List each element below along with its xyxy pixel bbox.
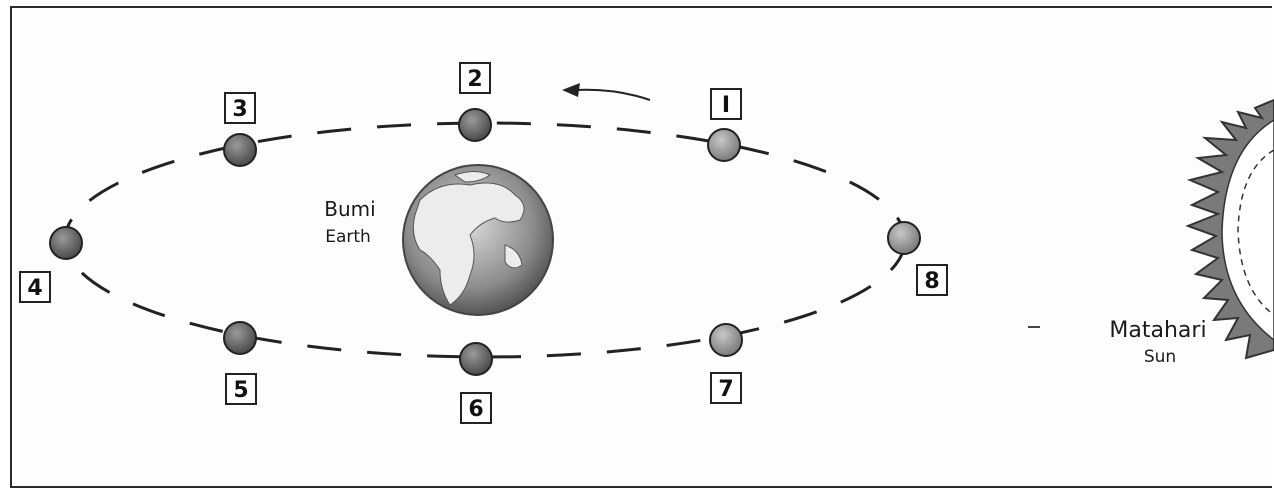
sun-label-local: Matahari [1109, 318, 1206, 343]
moon-position-4 [50, 227, 82, 259]
position-label-5-text: 5 [233, 378, 248, 403]
position-label-1-text: I [722, 93, 730, 118]
position-label-6-text: 6 [468, 397, 483, 422]
position-label-4: 4 [20, 272, 50, 302]
earth-label-en: Earth [325, 227, 371, 247]
moon-position-5 [224, 322, 256, 354]
moon-position-3 [224, 134, 256, 166]
position-label-8-text: 8 [924, 269, 939, 294]
position-label-1: I [711, 89, 741, 119]
position-label-4-text: 4 [27, 276, 42, 301]
moon-position-1 [708, 129, 740, 161]
sun-label-en: Sun [1144, 347, 1176, 367]
moon-position-6 [460, 343, 492, 375]
moon-position-8 [888, 222, 920, 254]
position-label-3-text: 3 [232, 97, 247, 122]
position-label-2-text: 2 [467, 67, 482, 92]
moon-position-7 [710, 324, 742, 356]
earth-label-local: Bumi [324, 197, 375, 221]
position-label-2: 2 [460, 63, 490, 93]
moon-position-2 [459, 109, 491, 141]
orbit-direction-arrow [562, 83, 650, 100]
position-label-5: 5 [226, 374, 256, 404]
position-label-3: 3 [225, 93, 255, 123]
position-label-7: 7 [711, 373, 741, 403]
position-label-7-text: 7 [718, 377, 733, 402]
position-label-6: 6 [461, 393, 491, 423]
position-label-8: 8 [917, 265, 947, 295]
earth-globe [403, 165, 553, 315]
